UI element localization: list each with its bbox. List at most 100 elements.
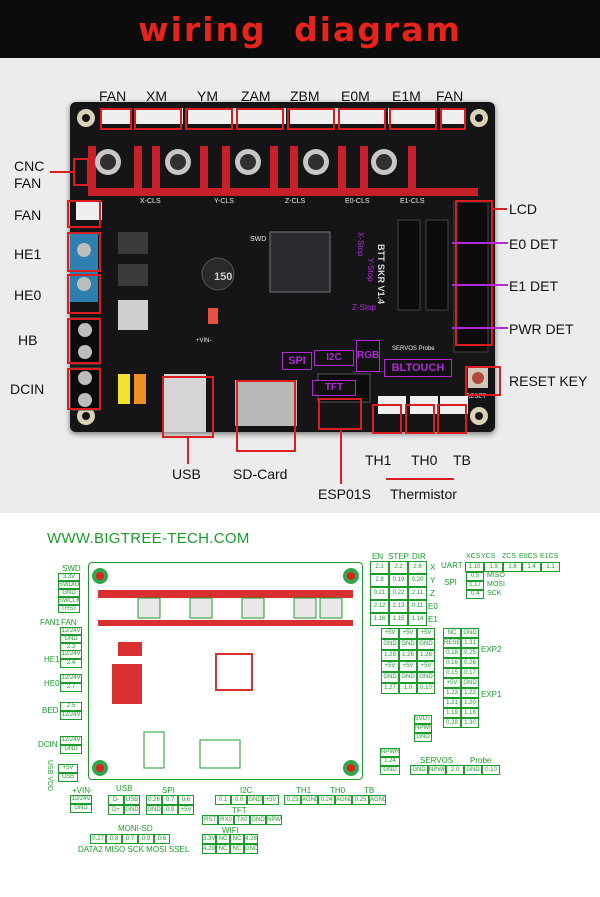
pin-cell: 2.8 xyxy=(370,574,389,587)
silk-e1-cls: E1-CLS xyxy=(400,198,425,205)
leader-usb xyxy=(187,438,189,464)
label-usb: USB xyxy=(172,466,201,482)
callout-reset-key xyxy=(465,366,501,396)
label-pwr-det: PWR DET xyxy=(509,321,574,337)
pin-cell: 1.9 xyxy=(484,562,503,572)
leader-e1-det xyxy=(452,284,508,286)
pin-cell: GND xyxy=(70,804,92,813)
leader-thermistor xyxy=(386,478,454,480)
callout-th1 xyxy=(372,404,402,434)
pin-cell: 12/24V xyxy=(60,627,82,635)
pin-cell: 2.12 xyxy=(370,600,389,613)
pin-cell: +5V xyxy=(263,795,279,805)
th0-label-bottom: TH0 xyxy=(330,786,346,795)
pin-cell: +5V xyxy=(178,805,194,815)
hdr-ycs: YCS xyxy=(481,553,496,560)
pin-cell: +5V xyxy=(381,661,399,672)
pin-cell: 1.22 xyxy=(461,688,479,698)
pin-cell: 12/24V xyxy=(60,650,82,659)
label-th1: TH1 xyxy=(365,452,392,468)
pin-cell: 1.20 xyxy=(461,698,479,708)
pin-cell: 0.23 xyxy=(284,795,301,805)
pin-cell: 2.2 xyxy=(389,561,408,574)
callout-e0m xyxy=(338,108,386,130)
pin-cell: 1.15 xyxy=(389,613,408,626)
overlay-i2c-box: I2C xyxy=(314,350,354,366)
pin-cell: 0.10 xyxy=(482,765,500,775)
overlay-spi-box: SPI xyxy=(282,352,312,370)
spi-mode-label: SPI xyxy=(444,578,457,587)
silk-cap-value: 150 xyxy=(214,271,233,283)
wifi-label: WIFI xyxy=(222,826,239,835)
page-title: wiring diagram xyxy=(138,9,462,49)
label-e0-det: E0 DET xyxy=(509,236,559,252)
pin-cell: 1.26 xyxy=(399,650,417,661)
callout-usb xyxy=(162,376,214,438)
swd-label: SWD xyxy=(62,564,81,573)
label-th0: TH0 xyxy=(411,452,438,468)
callout-dcin xyxy=(67,368,101,410)
th1-label-bottom: TH1 xyxy=(296,786,312,795)
pin-cell: 12/24V xyxy=(60,736,82,745)
pin-cell: GND xyxy=(399,639,417,650)
website-url: WWW.BIGTREE-TECH.COM xyxy=(47,530,250,547)
callout-he0 xyxy=(67,274,101,314)
silk-board-name: BTT SKR V1.4 xyxy=(376,244,386,305)
miso-label: MISO xyxy=(487,572,505,579)
usb-vdd-label: USB VDD xyxy=(46,760,53,792)
pin-cell: 2.4 xyxy=(60,659,82,668)
overlay-rgb-box: RGB xyxy=(356,340,380,372)
pin-cell: AGND xyxy=(335,795,352,805)
tb-label-bottom: TB xyxy=(364,786,375,795)
pin-cell: +5V xyxy=(58,764,78,773)
pin-cell: 0.0 xyxy=(231,795,247,805)
pin-cell: 2.11 xyxy=(408,587,427,600)
pin-cell: +5V xyxy=(417,628,435,639)
pin-cell: 1.17 xyxy=(466,581,484,590)
pin-cell: TRST xyxy=(58,605,80,613)
pin-cell: 1.14 xyxy=(408,613,427,626)
pin-cell: GND xyxy=(58,589,80,597)
pin-cell: 3.3V xyxy=(58,573,80,581)
pin-cell: AGND xyxy=(301,795,318,805)
label-xm: XM xyxy=(146,88,167,104)
pin-cell: 1.30 xyxy=(461,718,479,728)
title-banner: wiring diagram xyxy=(0,0,600,58)
callout-esp01s xyxy=(318,398,362,430)
pin-cell: 1.0 xyxy=(399,683,417,694)
pin-cell: 0.26 xyxy=(146,795,162,805)
label-dcin: DCIN xyxy=(10,381,45,397)
usb-label-bottom: USB xyxy=(116,784,133,793)
axis-e0: E0 xyxy=(428,602,438,611)
pin-cell: GND xyxy=(410,765,428,775)
pin-cell: 1.4 xyxy=(522,562,541,572)
callout-fan-top-right xyxy=(440,108,466,130)
hdr-xcs: XCS xyxy=(466,553,481,560)
pin-cell: GND xyxy=(417,672,435,683)
pin-cell: RESET xyxy=(443,638,461,648)
pin-cell: 0.9 xyxy=(162,805,178,815)
label-e1-det: E1 DET xyxy=(509,278,559,294)
pin-cell: 1.29 xyxy=(381,650,399,661)
axis-z: Z xyxy=(430,589,435,598)
pin-cell: TX0 xyxy=(234,815,250,825)
pin-cell: +5V xyxy=(381,628,399,639)
pin-cell: 2.7 xyxy=(60,683,82,692)
pin-cell: 0.6 xyxy=(178,795,194,805)
leader-cnc-fan xyxy=(50,171,74,173)
callout-fan-left xyxy=(67,200,101,228)
pin-cell: 0.22 xyxy=(389,587,408,600)
pin-cell: 1.8 xyxy=(503,562,522,572)
callout-fan-top-left xyxy=(100,108,132,130)
pin-cell: +5V xyxy=(399,661,417,672)
pin-cell: 0.15 xyxy=(443,668,461,678)
label-zbm: ZBM xyxy=(290,88,320,104)
silk-z-stop: Z-Stop xyxy=(352,303,377,312)
label-reset-key: RESET KEY xyxy=(509,373,588,389)
pin-cell: 12/24V xyxy=(60,674,82,683)
pin-cell: GND xyxy=(414,733,432,742)
axis-x: X xyxy=(430,563,436,572)
label-cnc-fan-line2: FAN xyxy=(14,175,42,191)
callout-lcd xyxy=(455,200,493,346)
pin-cell: GND xyxy=(146,805,162,815)
